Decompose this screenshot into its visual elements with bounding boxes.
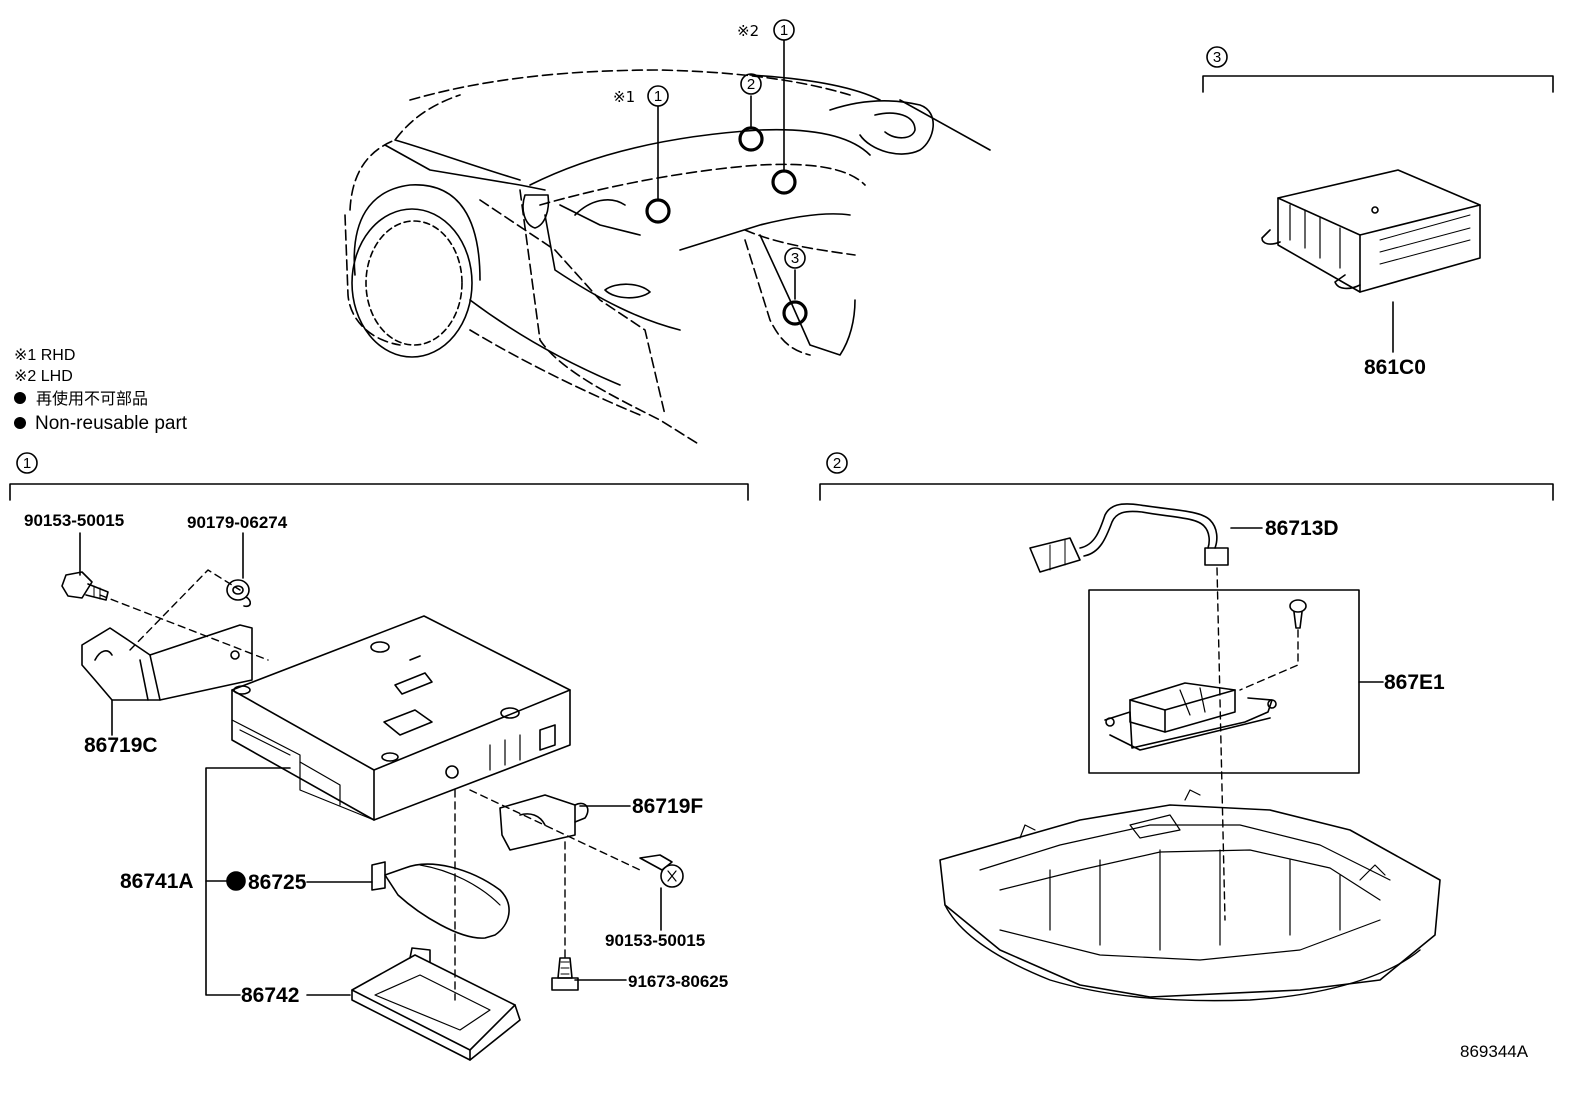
module-screw-drawing <box>1289 599 1307 629</box>
part-86741a: 86741A <box>120 870 194 893</box>
cover-86742-drawing <box>351 947 521 1061</box>
part-90153-50015-top: 90153-50015 <box>24 511 124 530</box>
figure-id: 869344A <box>1460 1042 1529 1061</box>
battery-86725-drawing <box>371 861 510 939</box>
part-861c0: 861C0 <box>1364 356 1426 379</box>
part-90153-50015-right: 90153-50015 <box>605 931 705 950</box>
part-90179-06274: 90179-06274 <box>187 513 288 532</box>
overhead-console-drawing <box>939 789 1441 1002</box>
callout-1-rhd-num: 1 <box>654 88 662 105</box>
part-867e1: 867E1 <box>1384 671 1445 694</box>
bracket-86719f-drawing <box>499 794 589 851</box>
legend-non-reusable-en: Non-reusable part <box>35 413 188 434</box>
ecu-861c0-drawing <box>1261 169 1481 293</box>
callout-3-num: 3 <box>791 250 799 267</box>
bolt-90153-50015-right-drawing <box>639 854 684 888</box>
callout-lhd-mark: ※2 <box>737 22 759 40</box>
bracket-86719c-drawing <box>81 624 253 701</box>
section2-num: 2 <box>833 455 841 472</box>
part-86719c: 86719C <box>84 734 158 757</box>
callout-rhd-mark: ※1 <box>613 88 635 106</box>
part-86725: 86725 <box>248 871 307 894</box>
callout-1-lhd-num: 1 <box>780 22 788 39</box>
module-867e1-drawing <box>1104 682 1277 751</box>
legend-rhd: ※1 RHD <box>14 347 75 364</box>
bolt-90153-50015-drawing <box>61 571 109 601</box>
clip-90179-06274-drawing <box>226 579 252 608</box>
vehicle-overview-drawing <box>344 69 991 446</box>
legend-non-reusable-jp: 再使用不可部品 <box>36 390 148 408</box>
part-91673-80625: 91673-80625 <box>628 972 728 991</box>
part-86713d: 86713D <box>1265 517 1339 540</box>
legend-dot-jp <box>14 392 26 404</box>
part-86742: 86742 <box>241 984 299 1007</box>
harness-86713d-drawing <box>1029 503 1229 573</box>
ecu-86741a-drawing <box>231 615 571 821</box>
screw-91673-80625-drawing <box>551 957 579 991</box>
part-86719f: 86719F <box>632 795 703 818</box>
legend-dot-en <box>14 417 26 429</box>
callout-2-num: 2 <box>747 76 755 93</box>
legend-lhd: ※2 LHD <box>14 368 73 385</box>
section1-num: 1 <box>23 455 31 472</box>
section3-num: 3 <box>1213 49 1221 66</box>
